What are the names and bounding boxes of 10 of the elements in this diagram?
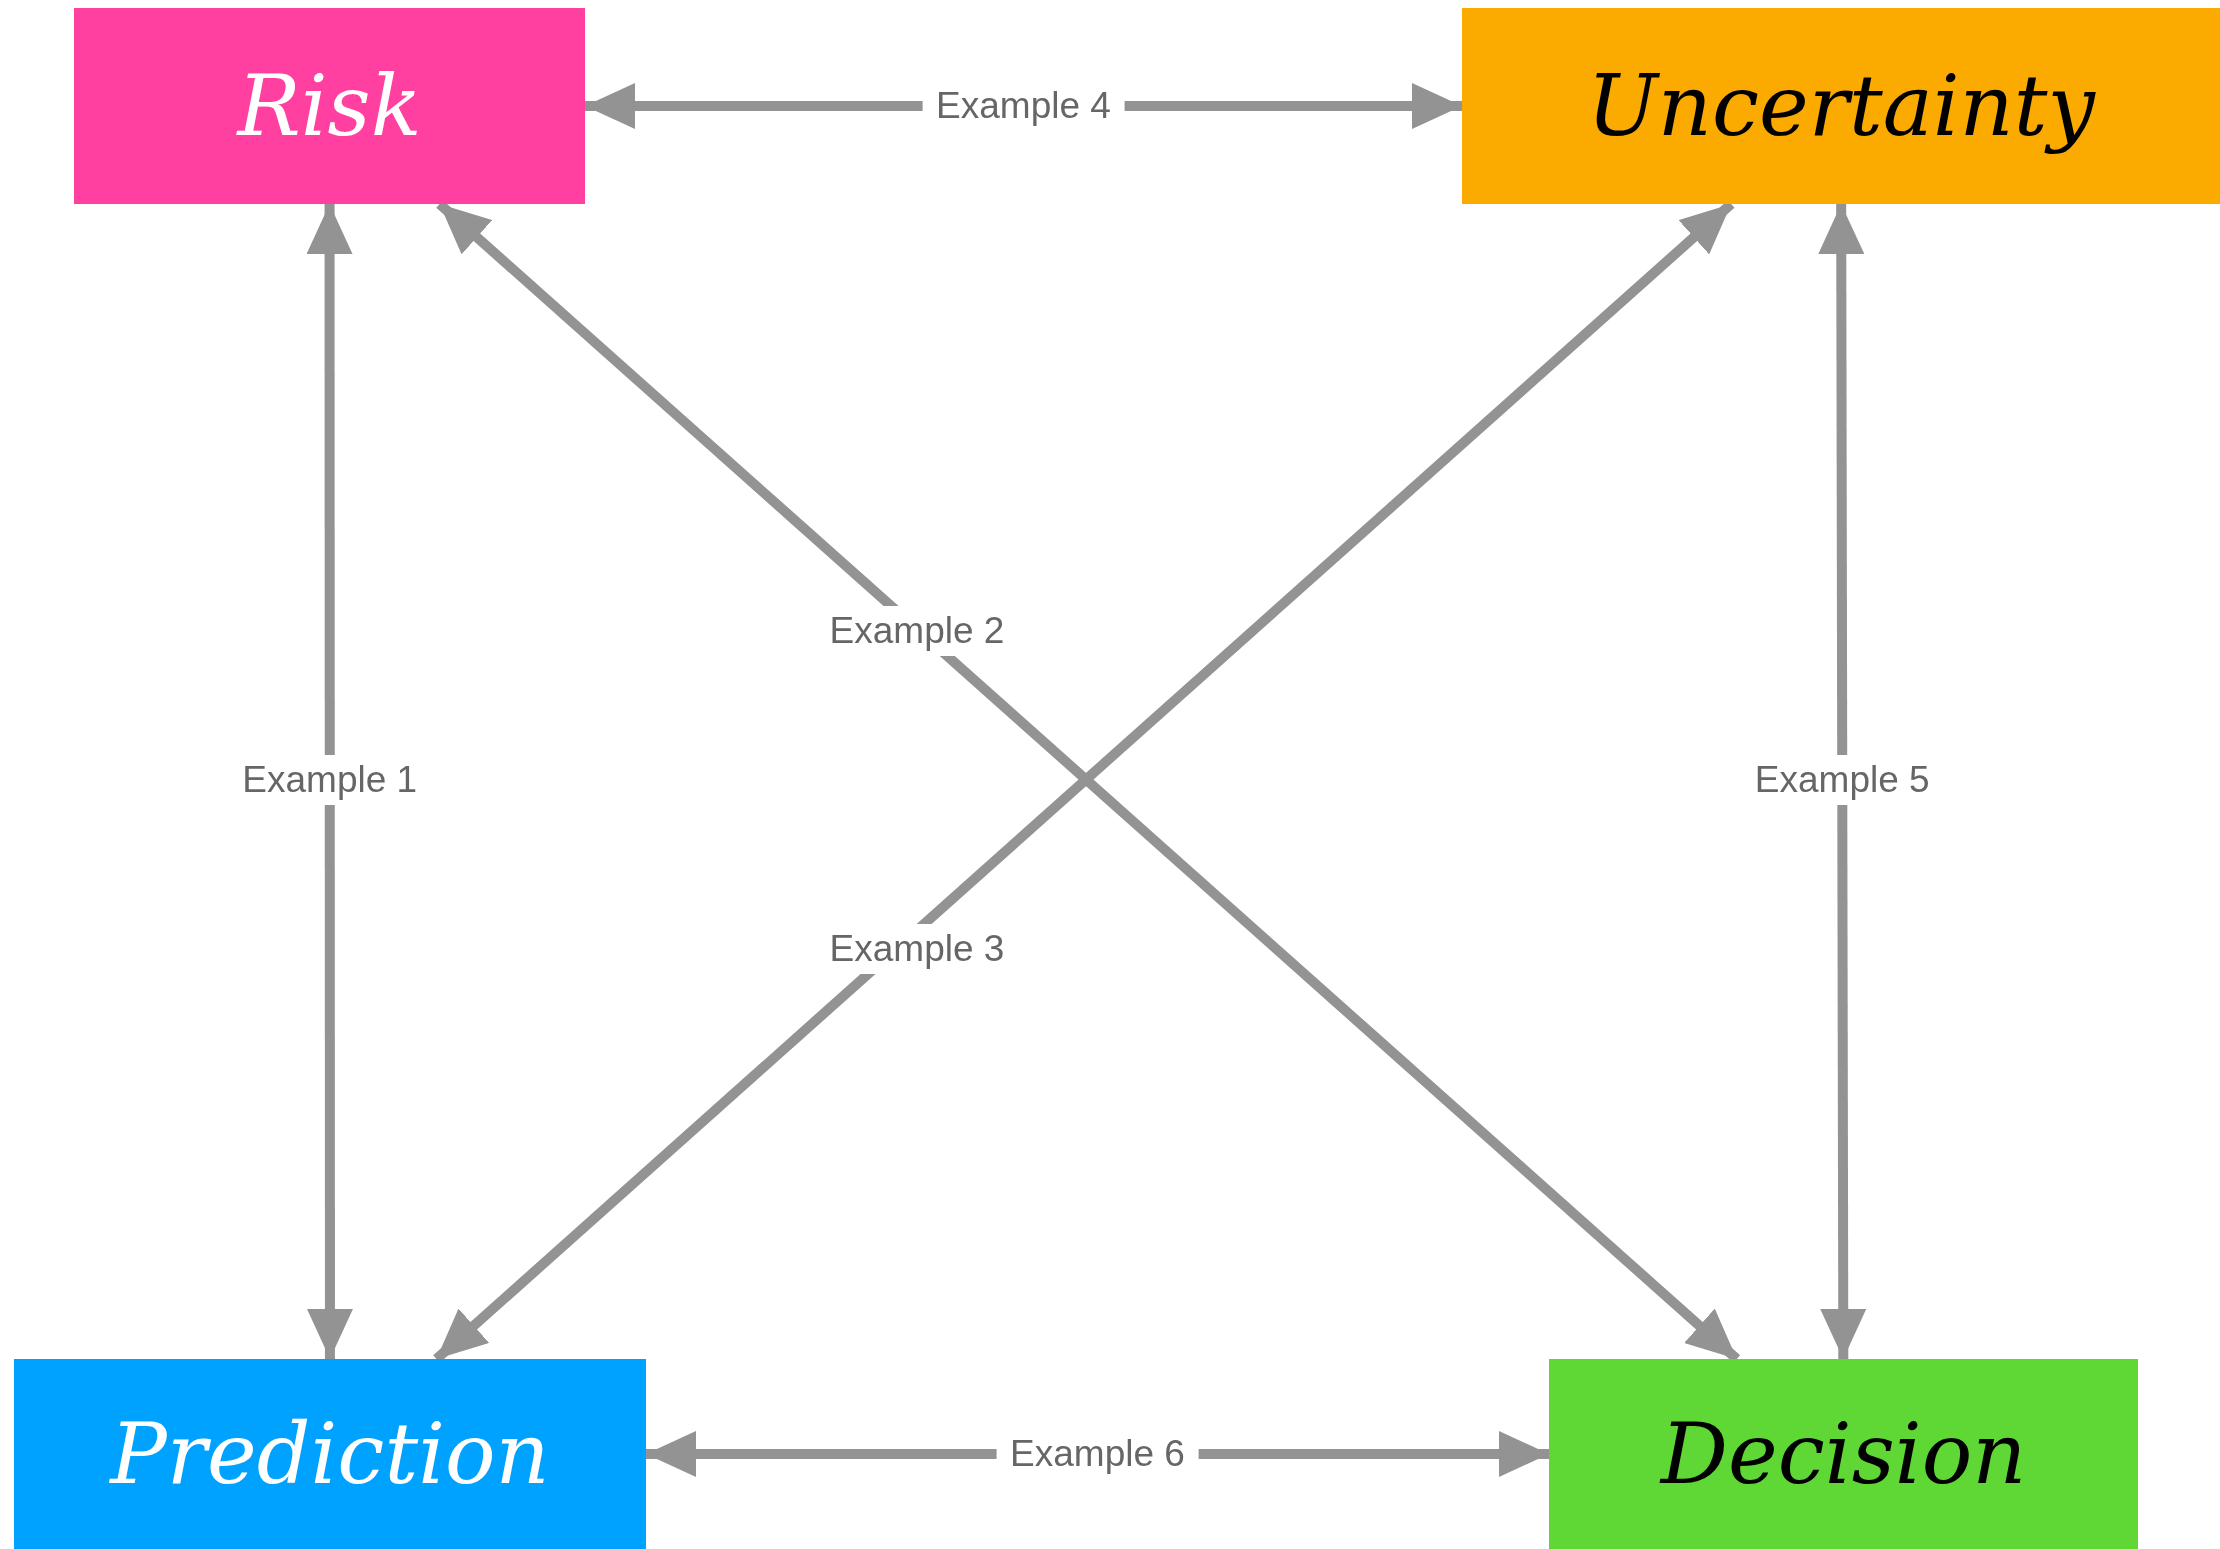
concept-box bbox=[1549, 1359, 2138, 1549]
concept-label: Uncertainty bbox=[1587, 57, 2095, 155]
concept-label: Decision bbox=[1660, 1405, 2027, 1503]
double-arrow bbox=[1818, 204, 1867, 1359]
concept-label: Risk bbox=[237, 57, 422, 155]
concept-box bbox=[1462, 8, 2220, 204]
concept-label: Prediction bbox=[110, 1405, 550, 1503]
double-arrow bbox=[306, 204, 353, 1359]
concept-box bbox=[14, 1359, 646, 1549]
concept-box bbox=[74, 8, 585, 204]
